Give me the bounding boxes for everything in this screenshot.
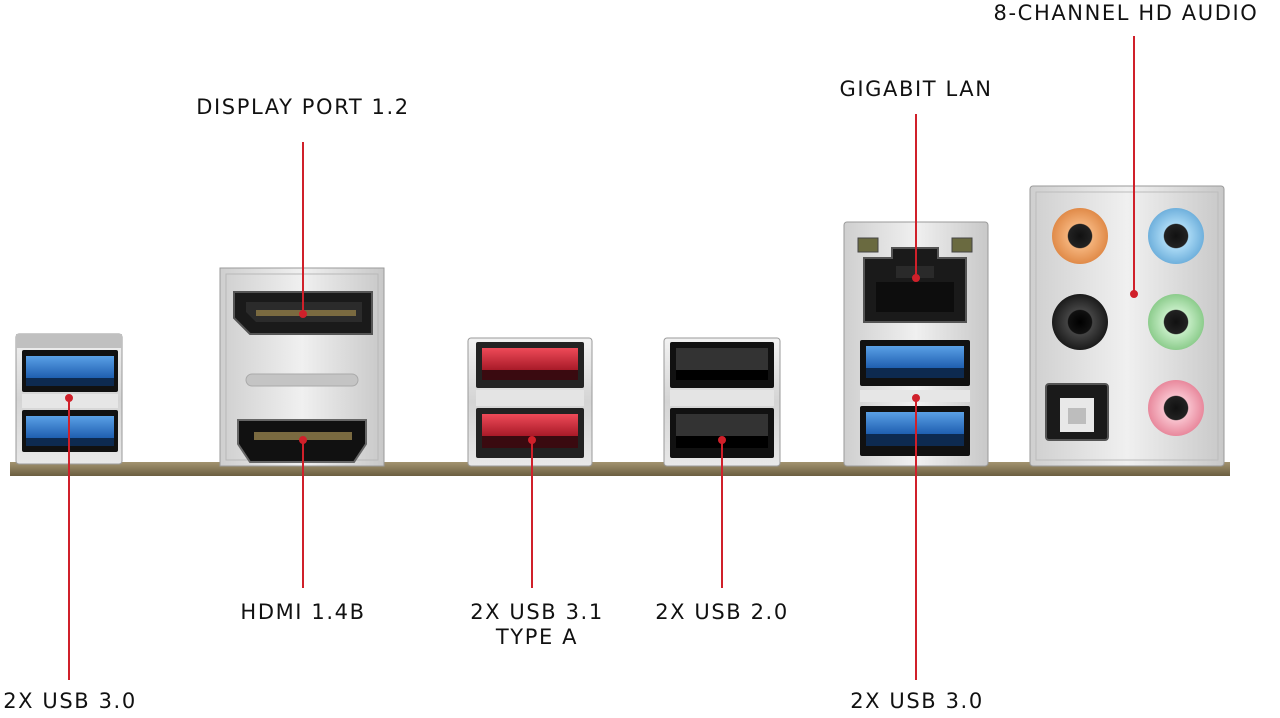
audio-jack-icon [1052, 294, 1108, 350]
audio-jack-icon [1148, 380, 1204, 436]
callout-lines [65, 36, 1138, 680]
audio-block [1029, 185, 1225, 467]
usb20-stack [663, 337, 781, 467]
label-hdmi: HDMI 1.4B [240, 600, 366, 624]
label-usb31-line1: 2X USB 3.1 [470, 600, 604, 624]
audio-jack-icon [1052, 208, 1108, 264]
usb31-stack [467, 337, 593, 467]
label-usb31: 2X USB 3.1 TYPE A [452, 600, 622, 650]
label-gigabit-lan: GIGABIT LAN [839, 77, 993, 101]
label-usb30-right: 2X USB 3.0 [850, 689, 984, 713]
audio-jack-icon [1148, 208, 1204, 264]
label-displayport: DISPLAY PORT 1.2 [196, 95, 410, 119]
audio-jack-icon [1148, 294, 1204, 350]
label-usb30-left: 2X USB 3.0 [3, 689, 137, 713]
label-audio: 8-CHANNEL HD AUDIO [993, 1, 1259, 25]
label-usb20: 2X USB 2.0 [655, 600, 789, 624]
label-usb31-line2: TYPE A [495, 625, 579, 649]
